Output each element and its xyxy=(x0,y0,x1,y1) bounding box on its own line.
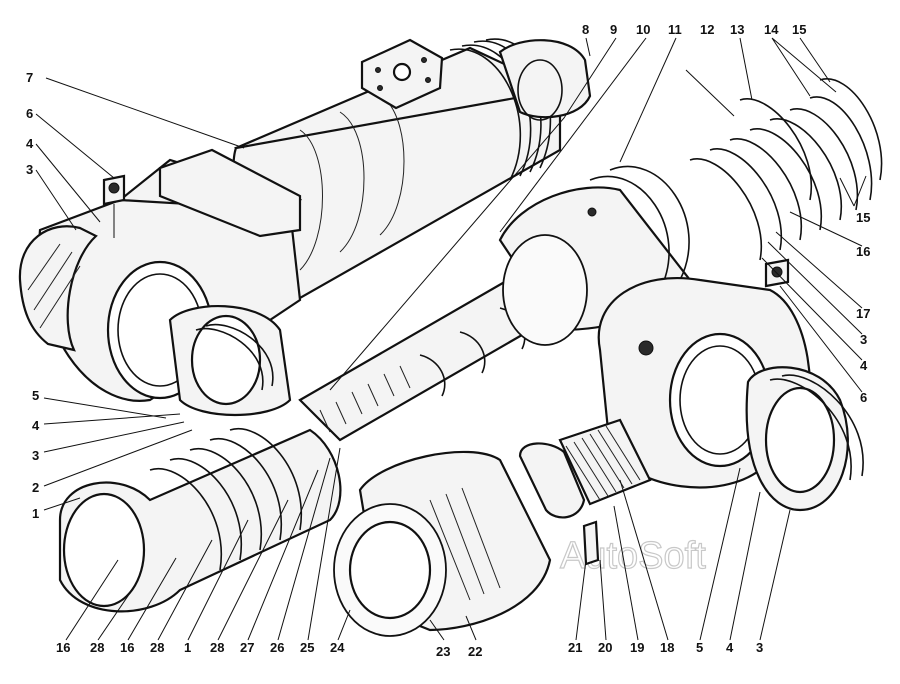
rear-cover xyxy=(333,450,552,637)
threaded-bush xyxy=(518,418,652,566)
callout-2: 2 xyxy=(32,480,39,495)
callout-7: 7 xyxy=(26,70,33,85)
rear-bearing-rings xyxy=(745,366,864,512)
callout-3-right: 3 xyxy=(860,332,867,347)
callout-12: 12 xyxy=(700,22,714,37)
callout-3: 3 xyxy=(26,162,33,177)
callout-6: 6 xyxy=(26,106,33,121)
callout-22: 22 xyxy=(468,644,482,659)
callout-15: 15 xyxy=(792,22,806,37)
callout-16-right: 16 xyxy=(856,244,870,259)
callout-16-bottom: 16 xyxy=(56,640,70,655)
callout-20: 20 xyxy=(598,640,612,655)
callout-25: 25 xyxy=(300,640,314,655)
callout-4-right: 4 xyxy=(860,358,868,373)
callout-21: 21 xyxy=(568,640,582,655)
callout-18: 18 xyxy=(660,640,674,655)
callout-3-bottom: 3 xyxy=(756,640,763,655)
cylinder-barrel xyxy=(232,38,592,300)
callout-1: 1 xyxy=(32,506,39,521)
callout-labels: 7 6 4 3 8 9 10 11 12 13 14 15 15 16 17 3… xyxy=(26,22,870,659)
callout-4-bottom: 4 xyxy=(726,640,734,655)
callout-3-left: 3 xyxy=(32,448,39,463)
callout-5: 5 xyxy=(32,388,39,403)
callout-4: 4 xyxy=(26,136,34,151)
callout-23: 23 xyxy=(436,644,450,659)
callout-28-bottom-c: 28 xyxy=(210,640,224,655)
callout-9: 9 xyxy=(610,22,617,37)
callout-8: 8 xyxy=(582,22,589,37)
callout-27: 27 xyxy=(240,640,254,655)
callout-28-bottom-b: 28 xyxy=(150,640,164,655)
front-seal-stack xyxy=(58,305,342,613)
callout-10: 10 xyxy=(636,22,650,37)
callout-15-lower: 15 xyxy=(856,210,870,225)
callout-11: 11 xyxy=(668,22,682,37)
callout-14: 14 xyxy=(764,22,779,37)
callout-1-bottom: 1 xyxy=(184,640,191,655)
callout-6-right: 6 xyxy=(860,390,867,405)
callout-28-bottom: 28 xyxy=(90,640,104,655)
callout-16-bottom-b: 16 xyxy=(120,640,134,655)
callout-17: 17 xyxy=(856,306,870,321)
callout-5-bottom: 5 xyxy=(696,640,703,655)
callout-24: 24 xyxy=(330,640,345,655)
callout-19: 19 xyxy=(630,640,644,655)
callout-13: 13 xyxy=(730,22,744,37)
leader-lines xyxy=(35,37,867,641)
watermark: AutoSoft xyxy=(560,535,706,577)
callout-26: 26 xyxy=(270,640,284,655)
seal-spring-stack xyxy=(689,78,883,261)
front-head-eye xyxy=(18,148,303,402)
callout-4-left: 4 xyxy=(32,418,40,433)
